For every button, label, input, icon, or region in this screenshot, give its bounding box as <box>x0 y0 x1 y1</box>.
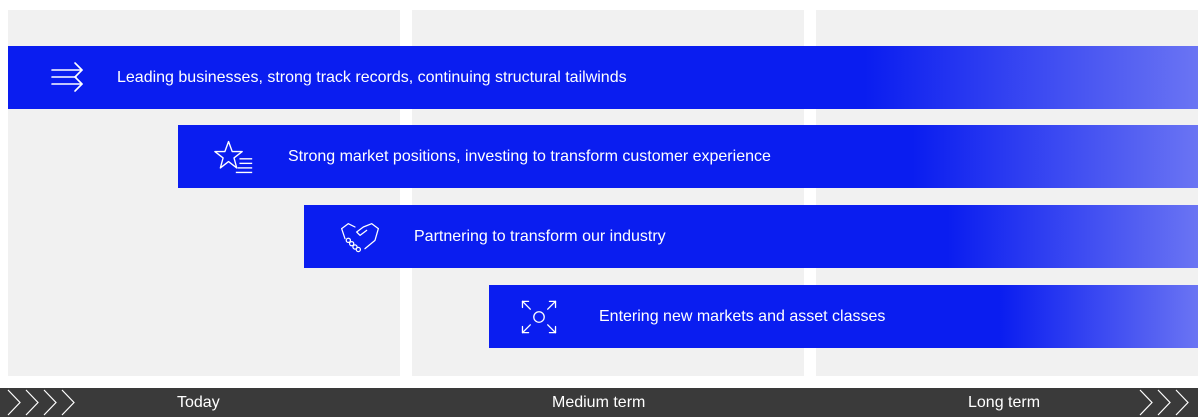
band-leading-businesses: Leading businesses, strong track records… <box>8 46 1198 109</box>
band-label: Entering new markets and asset classes <box>599 307 886 325</box>
timeline-label-medium-term: Medium term <box>552 394 646 411</box>
band-label: Partnering to transform our industry <box>414 227 666 245</box>
band-strong-market-positions: Strong market positions, investing to tr… <box>178 125 1198 188</box>
band-partnering: Partnering to transform our industry <box>304 205 1198 268</box>
double-arrow-right-icon <box>51 61 83 92</box>
timeline-label-today: Today <box>177 394 220 411</box>
band-entering-new-markets: Entering new markets and asset classes <box>489 285 1198 348</box>
timeline-bar: Today Medium term Long term <box>0 388 1198 417</box>
timeline-label-long-term: Long term <box>968 394 1041 411</box>
expand-arrows-icon <box>521 300 557 333</box>
handshake-icon <box>341 222 379 252</box>
star-list-icon <box>214 140 253 173</box>
band-label: Leading businesses, strong track records… <box>117 68 627 86</box>
chevrons-left-icon <box>7 389 75 416</box>
chevrons-right-icon <box>1139 389 1189 416</box>
band-label: Strong market positions, investing to tr… <box>288 147 771 165</box>
